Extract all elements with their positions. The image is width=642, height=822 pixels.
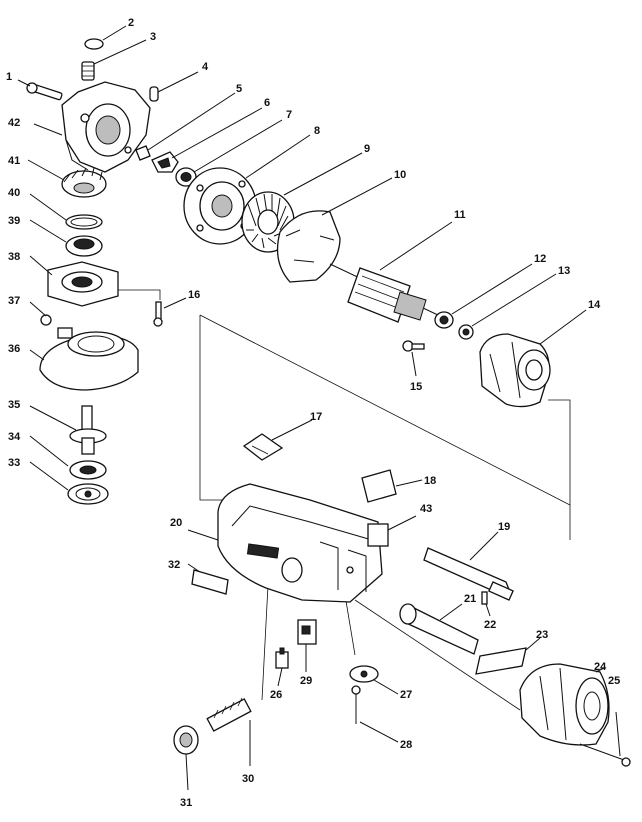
part-18-label <box>361 469 423 503</box>
part-12-bearing <box>434 263 533 329</box>
part-1-screw <box>17 79 63 101</box>
part-25-screw <box>579 711 631 767</box>
part-16-screw <box>153 297 187 327</box>
callout-28: 28 <box>400 739 412 751</box>
part-24-rear-cover <box>519 663 610 746</box>
part-28-screw <box>351 685 399 743</box>
part-32-label <box>187 563 229 595</box>
callout-31: 31 <box>180 797 192 809</box>
part-11-armature <box>329 221 453 323</box>
callout-8: 8 <box>314 125 320 137</box>
part-13-ring <box>458 273 557 340</box>
callout-labels: 1 2 3 4 5 6 7 8 9 10 11 12 13 14 15 16 1… <box>6 17 620 809</box>
callout-38: 38 <box>8 251 20 263</box>
callout-9: 9 <box>364 143 370 155</box>
part-31-cord-guard <box>173 725 199 791</box>
callout-20: 20 <box>170 517 182 529</box>
callout-34: 34 <box>8 431 21 443</box>
part-29-switch <box>297 619 317 672</box>
callout-41: 41 <box>8 155 20 167</box>
callout-4: 4 <box>202 61 209 73</box>
callout-33: 33 <box>8 457 20 469</box>
callout-16: 16 <box>188 289 200 301</box>
callout-25: 25 <box>608 675 620 687</box>
callout-35: 35 <box>8 399 20 411</box>
part-33-lock-nut <box>29 461 109 505</box>
part-38-bearing-box <box>29 255 119 307</box>
part-10-baffle <box>276 177 393 283</box>
part-5-lock <box>135 92 236 161</box>
callout-13: 13 <box>558 265 570 277</box>
callout-15: 15 <box>410 381 422 393</box>
callout-40: 40 <box>8 187 20 199</box>
callout-29: 29 <box>300 675 312 687</box>
part-3-spring <box>81 39 147 81</box>
callout-30: 30 <box>242 773 254 785</box>
callout-42: 42 <box>8 117 20 129</box>
part-2-cap <box>84 25 127 50</box>
callout-22: 22 <box>484 619 496 631</box>
callout-27: 27 <box>400 689 412 701</box>
callout-36: 36 <box>8 343 20 355</box>
part-15-screw <box>402 340 425 377</box>
part-34-inner-flange <box>29 435 107 480</box>
callout-18: 18 <box>424 475 436 487</box>
part-27-brush-holder <box>349 665 399 695</box>
callout-26: 26 <box>270 689 282 701</box>
part-6-bracket <box>151 107 263 173</box>
callout-6: 6 <box>264 97 270 109</box>
callout-10: 10 <box>394 169 406 181</box>
callout-1: 1 <box>6 71 12 83</box>
part-39-bearing <box>29 219 103 257</box>
callout-17: 17 <box>310 411 322 423</box>
part-17-name-plate <box>242 419 313 461</box>
part-14-field <box>479 309 587 408</box>
part-8-bearing-box <box>183 134 311 245</box>
part-30-strain-relief <box>206 697 252 766</box>
callout-12: 12 <box>534 253 546 265</box>
part-23-spring <box>475 637 541 675</box>
part-40-retaining-ring <box>29 193 103 230</box>
part-41-bevel-gear <box>27 159 107 198</box>
part-21-rod <box>399 603 479 655</box>
callout-24: 24 <box>594 661 607 673</box>
part-37-screw <box>29 301 52 326</box>
callout-39: 39 <box>8 215 20 227</box>
part-35-spindle <box>29 405 107 455</box>
part-36-wheel-guard <box>29 327 139 391</box>
assembly-lines <box>110 289 571 711</box>
part-43-capacitor <box>367 515 417 547</box>
callout-7: 7 <box>286 109 292 121</box>
callout-32: 32 <box>168 559 180 571</box>
callout-19: 19 <box>498 521 510 533</box>
callout-2: 2 <box>128 17 134 29</box>
part-22-screw <box>481 591 491 617</box>
part-20-motor-housing <box>187 483 383 603</box>
callout-14: 14 <box>588 299 601 311</box>
callout-5: 5 <box>236 83 242 95</box>
part-26-terminal <box>275 647 289 687</box>
part-42-gear-housing <box>33 81 151 173</box>
callout-3: 3 <box>150 31 156 43</box>
callout-21: 21 <box>464 593 476 605</box>
callout-23: 23 <box>536 629 548 641</box>
part-4-pin <box>149 71 199 102</box>
callout-11: 11 <box>454 209 466 221</box>
callout-43: 43 <box>420 503 432 515</box>
part-19-lever <box>423 531 514 601</box>
callout-37: 37 <box>8 295 20 307</box>
